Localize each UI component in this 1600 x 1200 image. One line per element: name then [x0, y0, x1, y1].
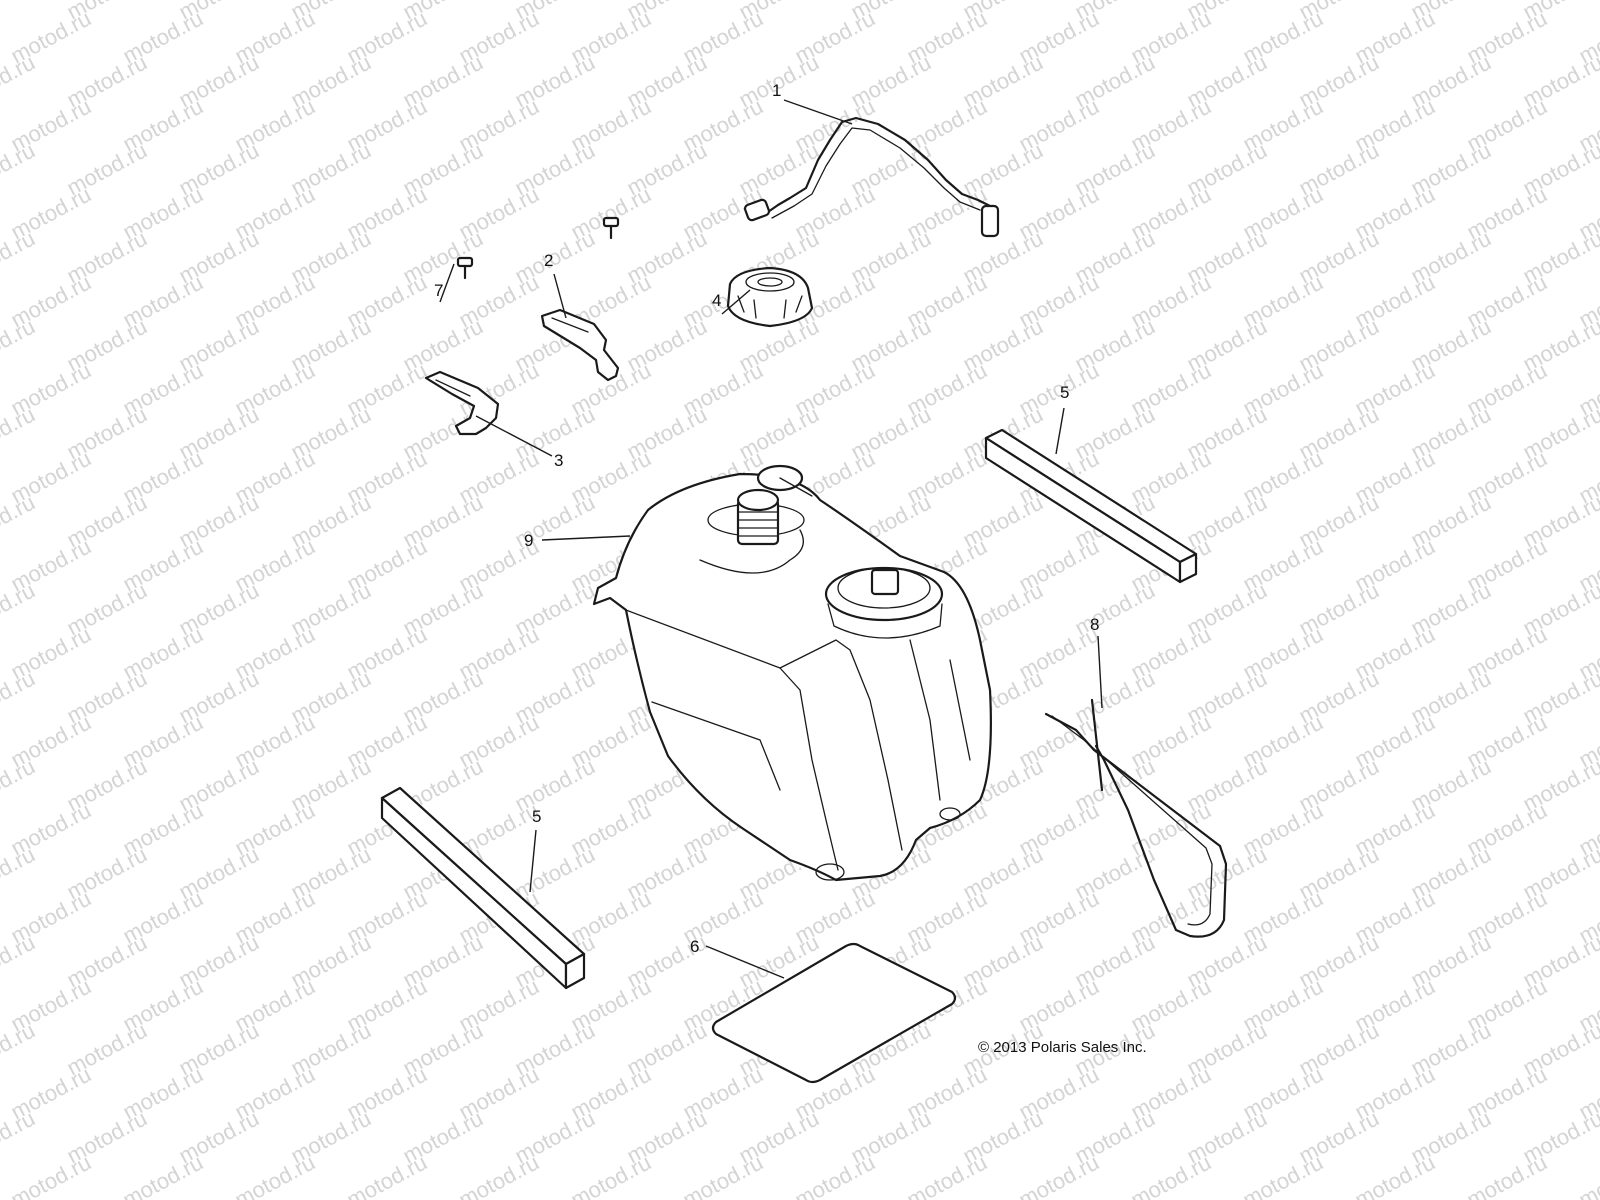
fuel-tank	[592, 464, 992, 882]
leader-lines	[439, 99, 1103, 979]
callout-screw: 7	[434, 281, 443, 300]
fuel-hose	[743, 116, 1000, 238]
callout-pad-left: 5	[532, 807, 541, 826]
strap	[1044, 698, 1228, 938]
callout-tank: 9	[524, 531, 533, 550]
callout-bracket-upper: 2	[544, 251, 553, 270]
copyright-text: © 2013 Polaris Sales Inc.	[978, 1039, 1147, 1056]
foam-pad-left	[380, 786, 586, 990]
foam-pad-right	[984, 428, 1198, 584]
screw	[456, 216, 620, 280]
decal	[711, 942, 957, 1084]
callout-decal: 6	[690, 937, 699, 956]
callout-cap: 4	[712, 291, 721, 310]
callout-labels: 1 2 3 4 5 5 6 7 8 9	[434, 81, 1099, 956]
fuel-cap	[726, 266, 814, 328]
callout-pad-right: 5	[1060, 383, 1069, 402]
bracket-upper	[540, 308, 620, 382]
callout-hose: 1	[772, 81, 781, 100]
callout-strap: 8	[1090, 615, 1099, 634]
callout-bracket-lower: 3	[554, 451, 563, 470]
